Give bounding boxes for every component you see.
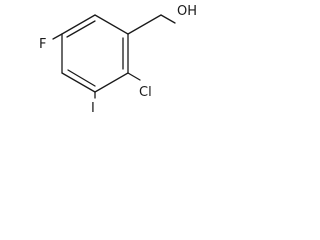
atom-label-f: F <box>39 37 46 52</box>
ring-bonds <box>61 14 129 93</box>
bond-c4-f <box>52 33 63 40</box>
substituent-bonds <box>52 14 176 99</box>
molecule-structure: F I Cl OH <box>39 4 197 116</box>
atom-labels: F I Cl OH <box>39 4 197 116</box>
atom-label-i: I <box>91 101 95 116</box>
bond-c5-c6 <box>61 14 96 35</box>
atom-label-cl: Cl <box>139 85 152 100</box>
bond-c1-ch2 <box>127 14 162 35</box>
bond-c6-c1 <box>94 14 129 35</box>
bond-c2-cl <box>127 72 141 81</box>
bond-c3-c4 <box>61 72 96 93</box>
bond-ch2-o <box>160 14 176 24</box>
double-bond-inner-c3-c4 <box>67 69 96 87</box>
bond-c2-c3 <box>94 72 129 93</box>
atom-label-oh: OH <box>177 4 197 19</box>
double-bond-inner-c5-c6 <box>66 20 96 38</box>
